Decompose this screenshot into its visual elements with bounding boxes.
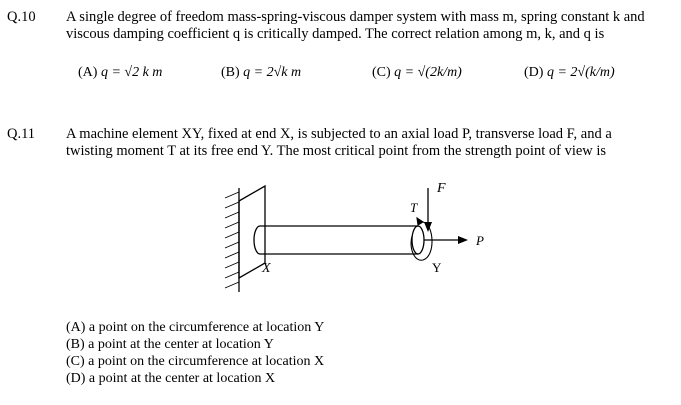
answer-a: (A) a point on the circumference at loca… (66, 320, 325, 335)
label-F: F (436, 181, 446, 196)
question-number-11: Q.11 (7, 126, 36, 142)
label-Y: Y (432, 260, 442, 275)
label-P: P (475, 233, 484, 248)
fixed-wall (224, 188, 240, 292)
axial-load-arrow (424, 236, 468, 244)
question-11-text: A machine element XY, fixed at end X, is… (66, 126, 658, 160)
option-c: (C) q = √(2k/m) (372, 64, 462, 81)
option-b-expression: q = 2√k m (243, 65, 302, 80)
question-10-line-1: A single degree of freedom mass-spring-v… (66, 9, 645, 25)
option-d-label: (D) (524, 65, 544, 80)
question-number-10: Q.10 (7, 9, 36, 25)
option-a-expression: q = √2 k m (100, 65, 163, 80)
option-b: (B) q = 2√k m (221, 64, 301, 81)
question-11-line-2: twisting moment T at its free end Y. The… (66, 143, 607, 159)
option-d: (D) q = 2√(k/m) (524, 64, 615, 81)
question-10-line-2: viscous damping coefficient q is critica… (66, 26, 605, 42)
option-b-label: (B) (221, 65, 240, 80)
shaft (253, 225, 425, 255)
mounting-plate (238, 184, 266, 280)
label-X: X (261, 261, 271, 276)
transverse-load-arrow (424, 188, 432, 232)
option-d-expression: q = 2√(k/m) (546, 65, 615, 80)
machine-element-figure: F T P X Y (224, 181, 484, 292)
twisting-moment-arrow (410, 216, 433, 261)
answer-c: (C) a point on the circumference at loca… (66, 354, 325, 369)
answer-d: (D) a point at the center at location X (66, 371, 276, 386)
option-a-label: (A) (78, 65, 98, 80)
question-10-text: A single degree of freedom mass-spring-v… (66, 9, 658, 43)
label-T: T (410, 200, 418, 215)
question-11-line-1: A machine element XY, fixed at end X, is… (66, 126, 612, 142)
answer-b: (B) a point at the center at location Y (66, 337, 274, 352)
option-c-label: (C) (372, 65, 391, 80)
option-c-expression: q = √(2k/m) (394, 65, 462, 80)
option-a: (A) q = √2 k m (78, 64, 162, 81)
